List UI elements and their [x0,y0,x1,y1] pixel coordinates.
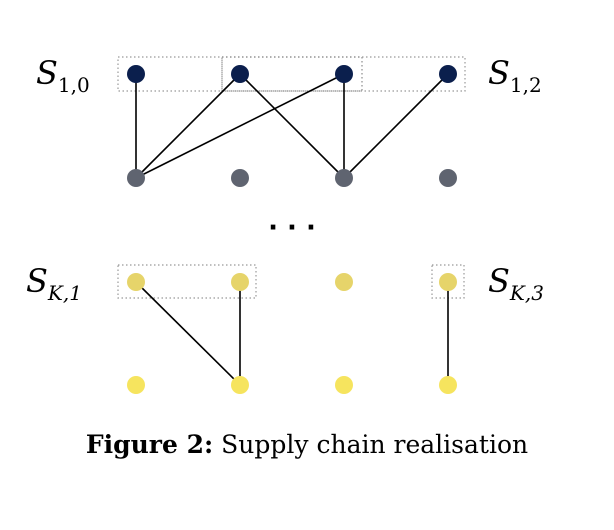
node [439,273,457,291]
node [335,65,353,83]
tier-1-top-nodes [127,65,457,83]
tier-1-bottom-nodes [127,169,457,187]
set-box-s12 [221,56,466,92]
node [439,376,457,394]
node [335,376,353,394]
node [231,169,249,187]
tier-K-top-nodes [127,273,457,291]
node [335,169,353,187]
edge [135,281,241,386]
node [439,169,457,187]
edge [135,73,345,179]
node [231,65,249,83]
label-s10-sub: 1,0 [58,73,90,97]
label-s12-main: S [488,54,510,92]
caption-prefix: Figure 2: [85,430,214,459]
node [127,376,145,394]
edge [239,73,345,179]
caption-text: Supply chain realisation [221,430,529,459]
set-boxes [117,56,466,299]
node [127,65,145,83]
label-sK1: SK,1 [26,262,82,305]
set-box-sK1 [117,264,257,299]
label-sK3: SK,3 [488,262,544,305]
edge [135,73,241,179]
node [335,273,353,291]
node [231,273,249,291]
label-sK3-sub: K,3 [509,281,544,305]
edges [135,73,449,386]
set-box-s12-inner [221,56,363,92]
node [231,376,249,394]
tier-K-bottom-nodes [127,376,457,394]
label-sK3-main: S [488,262,510,300]
label-s12-sub: 1,2 [510,73,542,97]
ellipsis: · · · [268,213,316,243]
label-s12: S1,2 [488,54,542,97]
node [127,273,145,291]
edge [343,73,449,179]
label-s10: S1,0 [36,54,90,97]
node [127,169,145,187]
label-sK1-main: S [26,262,48,300]
label-sK1-sub: K,1 [47,281,82,305]
node [439,65,457,83]
figure-caption: Figure 2: Supply chain realisation [0,430,614,459]
label-s10-main: S [36,54,58,92]
